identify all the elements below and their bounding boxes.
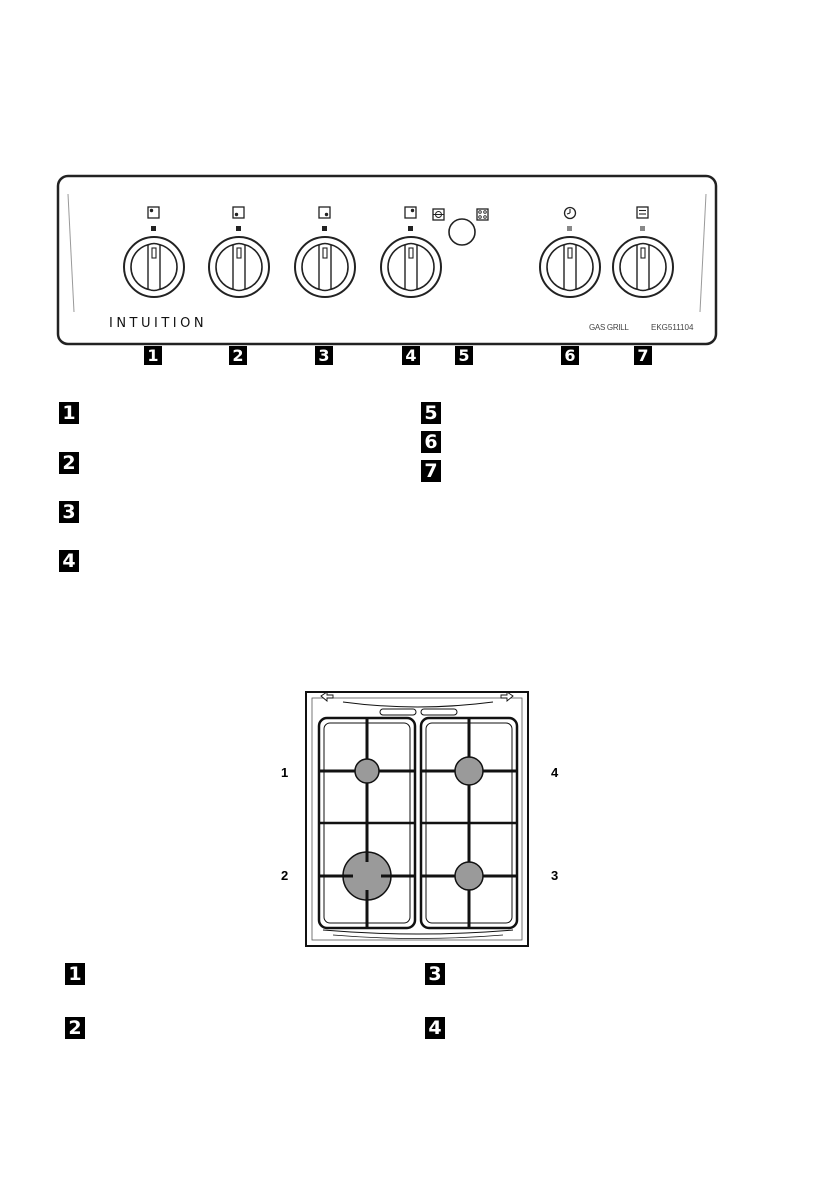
knob-1[interactable] <box>121 206 187 298</box>
brand-logo: INTUITION <box>109 316 208 331</box>
burner-1 <box>354 758 380 784</box>
panel-number-3: 3 <box>315 346 333 365</box>
control-panel-diagram: INTUITION GAS GRILL EKG511104 <box>56 174 718 346</box>
grill-icon <box>636 206 649 219</box>
timer-icon <box>563 206 577 220</box>
legend-top-6: 6 <box>421 431 441 453</box>
legend-top-5: 5 <box>421 402 441 424</box>
panel-number-5: 5 <box>455 346 473 365</box>
knob-dial <box>208 236 270 298</box>
knob-dial <box>380 236 442 298</box>
panel-number-1: 1 <box>144 346 162 365</box>
knob-3[interactable] <box>292 206 358 298</box>
legend-bottom-2: 2 <box>65 1017 85 1039</box>
legend-bottom-3: 3 <box>425 963 445 985</box>
ignition-right-icon <box>476 208 489 221</box>
burner-rear-left-icon <box>232 206 245 219</box>
indicator-dot <box>322 226 327 231</box>
legend-top-1: 1 <box>59 402 79 424</box>
burner-front-left-icon <box>147 206 160 219</box>
hob-label-3: 3 <box>551 868 559 883</box>
knob-2[interactable] <box>206 206 272 298</box>
knob-6[interactable] <box>537 206 603 298</box>
hob-label-4: 4 <box>551 765 559 780</box>
ignition-button[interactable] <box>447 217 477 247</box>
legend-top-3: 3 <box>59 501 79 523</box>
panel-number-4: 4 <box>402 346 420 365</box>
burner-rear-right-icon <box>318 206 331 219</box>
ignition-left-icon <box>432 208 445 221</box>
knob-dial <box>612 236 674 298</box>
indicator-dot <box>408 226 413 231</box>
gas-grill-label: GAS GRILL <box>589 323 629 332</box>
knob-dial <box>294 236 356 298</box>
panel-number-7: 7 <box>634 346 652 365</box>
control-panel-outline <box>56 174 718 346</box>
ignition-button-group <box>432 208 492 248</box>
legend-top-7: 7 <box>421 460 441 482</box>
knob-7[interactable] <box>610 206 676 298</box>
hob-diagram: 1 2 4 3 <box>263 672 575 962</box>
indicator-dot <box>236 226 241 231</box>
model-number: EKG511104 <box>651 323 694 332</box>
hob-drawing <box>305 691 529 947</box>
panel-number-2: 2 <box>229 346 247 365</box>
knob-dial <box>539 236 601 298</box>
indicator-dot <box>151 226 156 231</box>
legend-bottom-1: 1 <box>65 963 85 985</box>
legend-bottom-4: 4 <box>425 1017 445 1039</box>
hob-label-2: 2 <box>281 868 289 883</box>
burner-front-right-icon <box>404 206 417 219</box>
indicator-dot <box>567 226 572 231</box>
burner-3 <box>454 861 484 891</box>
legend-top-4: 4 <box>59 550 79 572</box>
hob-label-1: 1 <box>281 765 289 780</box>
panel-number-6: 6 <box>561 346 579 365</box>
knob-4[interactable] <box>378 206 444 298</box>
legend-top-2: 2 <box>59 452 79 474</box>
burner-4 <box>454 756 484 786</box>
knob-dial <box>123 236 185 298</box>
indicator-dot <box>640 226 645 231</box>
